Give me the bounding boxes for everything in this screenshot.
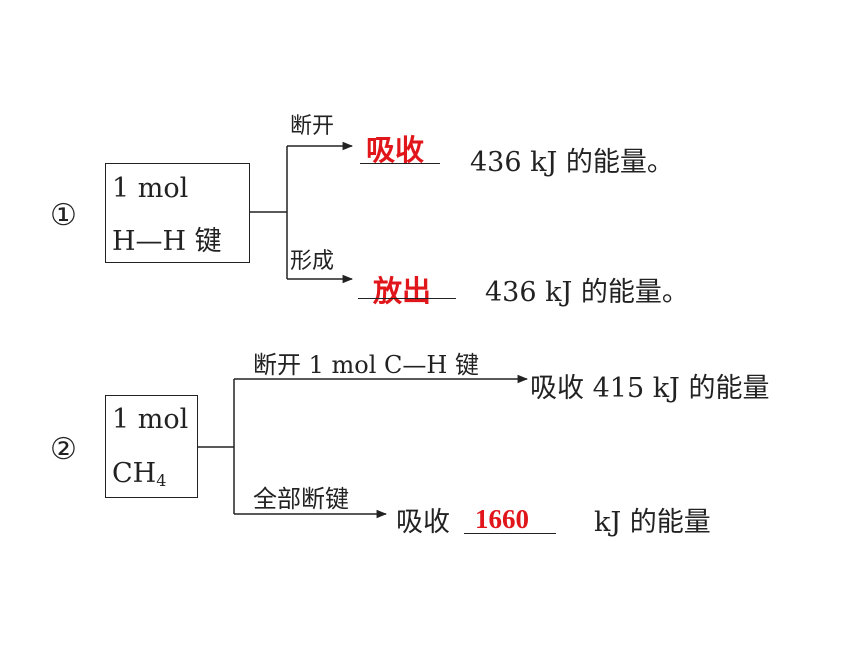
item2-bottom-prefix: 吸收 xyxy=(396,507,450,538)
item2-box-subscript: 4 xyxy=(156,471,167,490)
item1-number: ① xyxy=(50,198,77,233)
item2-bottom-label: 全部断键 xyxy=(253,485,349,513)
item2-box-line2: CH4 xyxy=(112,460,166,489)
item1-box-line1: 1 mol xyxy=(112,173,189,204)
item2-top-label: 断开 1 mol C—H 键 xyxy=(253,351,479,379)
item1-bottom-answer: 放出 xyxy=(373,274,432,308)
item2-box: 1 mol CH4 xyxy=(105,395,198,498)
item1-bottom-blank xyxy=(358,298,456,299)
item1-top-label: 断开 xyxy=(290,114,335,139)
item2-top-result: 吸收 415 kJ 的能量 xyxy=(530,373,770,404)
item1-top-answer: 吸收 xyxy=(366,133,425,167)
item1-bottom-label: 形成 xyxy=(290,249,335,274)
item2-number: ② xyxy=(50,432,77,467)
item1-box-line2: H—H 键 xyxy=(112,226,222,257)
item2-bottom-blank xyxy=(464,533,556,534)
item1-bottom-rest: 436 kJ 的能量。 xyxy=(485,277,689,308)
item2-bottom-rest: kJ 的能量 xyxy=(594,507,711,538)
item1-box: 1 mol H—H 键 xyxy=(105,163,250,263)
item1-top-rest: 436 kJ 的能量。 xyxy=(470,147,674,178)
item2-bottom-answer: 1660 xyxy=(475,504,529,534)
item1-top-blank xyxy=(360,163,440,164)
item2-box-line1: 1 mol xyxy=(112,404,189,435)
item2-box-ch: CH xyxy=(112,458,157,489)
